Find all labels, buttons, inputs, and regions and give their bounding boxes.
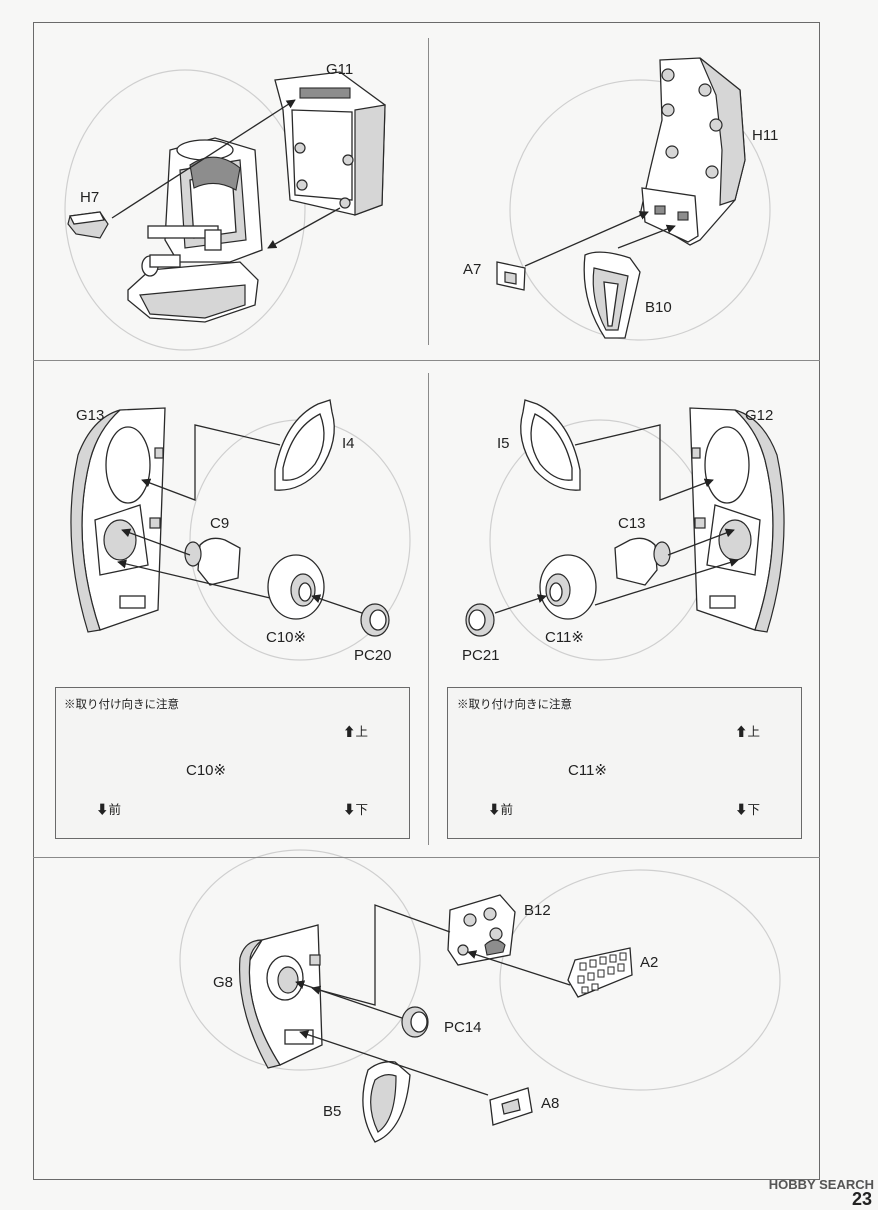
note-right-part: C11※ bbox=[568, 762, 607, 779]
part-pc21-drawing bbox=[465, 603, 495, 637]
label-i4: I4 bbox=[342, 435, 355, 452]
part-i4-drawing bbox=[274, 399, 335, 491]
note-right-caution: ※取り付け向きに注意 bbox=[457, 699, 572, 711]
note-left-down: ⬇下 bbox=[343, 803, 369, 817]
divider-top bbox=[33, 360, 820, 361]
label-a7: A7 bbox=[463, 261, 482, 278]
part-h11-drawing bbox=[639, 57, 746, 246]
divider-vertical-top bbox=[428, 38, 429, 345]
label-h7: H7 bbox=[80, 189, 100, 206]
label-g11: G11 bbox=[326, 61, 354, 78]
part-i5-drawing bbox=[520, 399, 581, 491]
note-left-caution: ※取り付け向きに注意 bbox=[64, 699, 179, 711]
label-a2: A2 bbox=[640, 954, 659, 971]
label-b5: B5 bbox=[323, 1103, 342, 1120]
label-i5: I5 bbox=[497, 435, 510, 452]
watermark: HOBBY SEARCH bbox=[768, 1177, 874, 1192]
divider-bottom bbox=[33, 857, 820, 858]
label-pc21: PC21 bbox=[462, 647, 500, 664]
label-g12: G12 bbox=[745, 407, 774, 424]
page-frame bbox=[33, 22, 820, 1180]
part-b5-drawing bbox=[362, 1061, 411, 1143]
label-pc14: PC14 bbox=[444, 1019, 482, 1036]
label-a8: A8 bbox=[541, 1095, 560, 1112]
note-left-up: ⬆上 bbox=[343, 725, 369, 739]
label-b10: B10 bbox=[645, 299, 672, 316]
part-c9-drawing bbox=[184, 537, 241, 586]
part-pc20-drawing bbox=[360, 603, 390, 637]
part-a7-drawing bbox=[496, 261, 526, 291]
orientation-note-right bbox=[447, 687, 802, 839]
label-pc20: PC20 bbox=[354, 647, 392, 664]
note-left-front: ⬇前 bbox=[96, 803, 122, 817]
note-left-part: C10※ bbox=[186, 762, 227, 779]
part-pc14-drawing bbox=[401, 1006, 429, 1038]
part-b10-drawing bbox=[583, 251, 641, 339]
seat-assembly-drawing bbox=[127, 137, 263, 323]
label-c9: C9 bbox=[210, 515, 230, 532]
part-a2-drawing bbox=[567, 947, 633, 998]
note-right-down: ⬇下 bbox=[735, 803, 761, 817]
part-g11-drawing bbox=[274, 71, 386, 216]
orientation-note-left bbox=[55, 687, 410, 839]
part-c13-drawing bbox=[614, 537, 671, 586]
divider-vertical-middle bbox=[428, 373, 429, 845]
part-c10-drawing bbox=[267, 554, 325, 620]
part-h7-drawing bbox=[67, 211, 109, 239]
part-g8-drawing bbox=[238, 924, 323, 1069]
part-c11-drawing bbox=[539, 554, 597, 620]
label-g8: G8 bbox=[213, 974, 234, 991]
label-h11: H11 bbox=[752, 127, 779, 144]
part-a8-drawing bbox=[489, 1087, 533, 1126]
note-right-up: ⬆上 bbox=[735, 725, 761, 739]
label-b12: B12 bbox=[524, 902, 551, 919]
label-c11: C11※ bbox=[545, 629, 584, 646]
label-c13: C13 bbox=[618, 515, 646, 532]
label-c10: C10※ bbox=[266, 629, 307, 646]
part-b12-drawing bbox=[447, 894, 516, 966]
part-g13-drawing bbox=[70, 407, 166, 633]
label-g13: G13 bbox=[76, 407, 105, 424]
note-right-front: ⬇前 bbox=[488, 803, 514, 817]
